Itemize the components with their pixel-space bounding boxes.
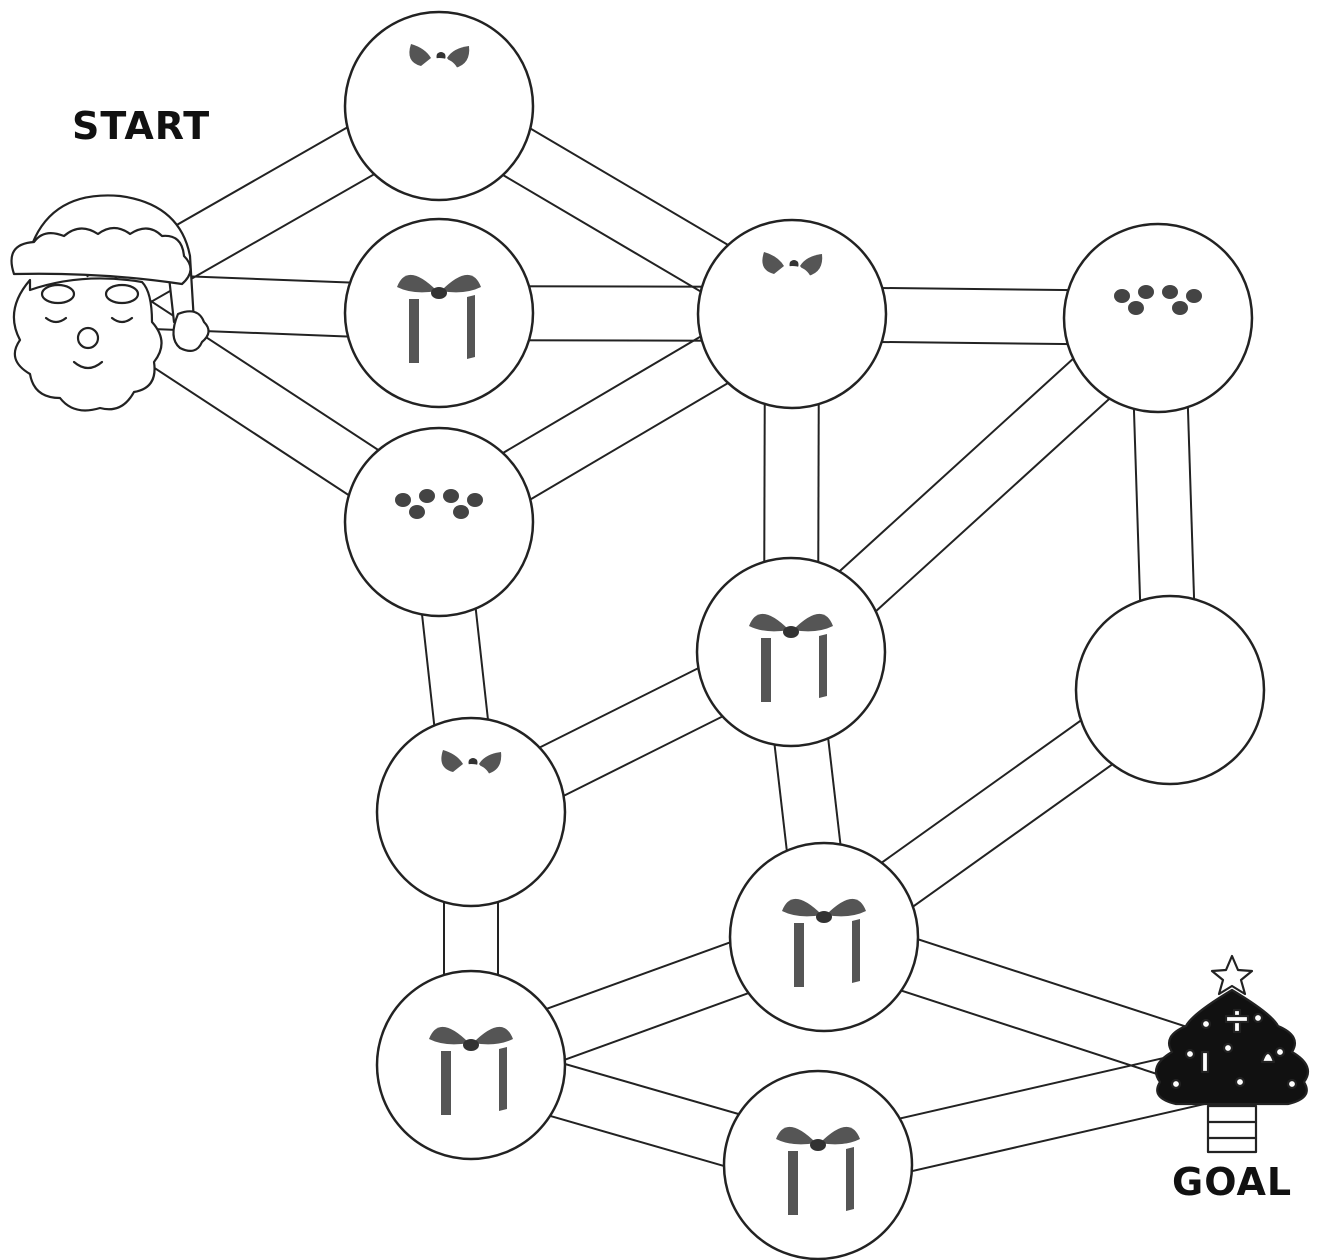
maze-node-n9[interactable] — [375, 969, 567, 1161]
maze-node-n11[interactable] — [722, 1069, 914, 1260]
maze-node-n2[interactable] — [343, 217, 535, 409]
maze-paths — [84, 81, 1241, 1193]
santa-icon — [10, 194, 210, 412]
start-label: START — [72, 104, 211, 148]
maze-node-n3[interactable] — [343, 426, 535, 618]
maze-node-n5[interactable] — [1062, 222, 1254, 414]
maze-node-n7[interactable] — [1074, 594, 1266, 786]
maze-node-n6[interactable] — [695, 556, 887, 748]
cake-icon — [379, 489, 499, 560]
maze-node-n10[interactable] — [728, 841, 920, 1033]
maze-node-n1[interactable] — [343, 10, 535, 202]
christmas-tree-icon — [1154, 954, 1310, 1154]
maze-node-n4[interactable] — [696, 218, 888, 410]
maze-node-n8[interactable] — [375, 716, 567, 908]
cake-icon — [1098, 285, 1218, 356]
goal-label: GOAL — [1172, 1160, 1293, 1204]
